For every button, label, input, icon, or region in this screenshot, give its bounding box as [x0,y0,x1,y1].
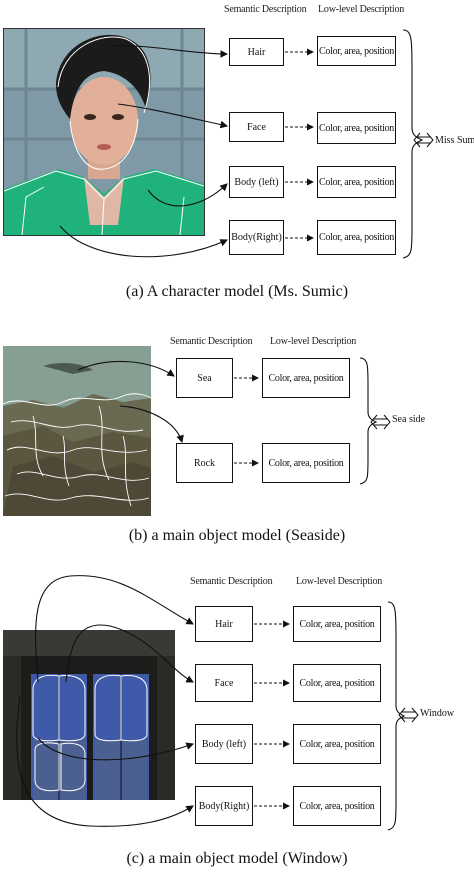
semantic-box-body-left-c: Body (left) [195,724,253,764]
brace-b [359,357,378,485]
seaside-photo-illustration [3,346,151,516]
semantic-box-sea: Sea [176,358,233,398]
lowlevel-box-sea: Color, area, position [262,358,350,398]
caption-c: (c) a main object model (Window) [126,850,348,867]
arrow-body-left [147,183,228,207]
arrow-face [117,103,229,129]
window-photo-illustration [3,630,175,800]
semantic-box-rock: Rock [176,443,233,483]
lowlevel-box-body-right: Color, area, position [317,220,396,255]
arrow-hair-c [35,575,194,683]
semantic-box-face-c: Face [195,664,253,702]
semantic-description-header-b: Semantic Description [170,336,253,347]
panel-seaside-model: Semantic Description Low-level Descripti… [0,310,474,570]
semantic-box-body-right-c: Body(Right) [195,786,253,826]
arrow-body-right-c [16,695,194,827]
semantic-box-hair: Hair [229,38,284,66]
double-arrow-b [370,414,391,430]
lowlevel-box-hair: Color, area, position [317,36,396,66]
semantic-box-body-right: Body(Right) [229,220,284,255]
lowlevel-box-face-c: Color, area, position [293,664,381,702]
caption-a: (a) A character model (Ms. Sumic) [125,283,349,300]
target-label-sea-side: Sea side [392,414,426,425]
brace-c [387,601,406,831]
semantic-box-body-left: Body (left) [229,166,284,198]
panel-c-connectors [16,575,419,831]
double-arrow-c [398,707,419,723]
panel-a-connectors [59,29,434,259]
arrow-rock [119,405,184,444]
target-label-window: Window [420,708,455,719]
character-photo-illustration [4,29,204,235]
arrow-hair [111,45,229,58]
lowlevel-box-rock: Color, area, position [262,443,350,483]
caption-b: (b) a main object model (Seaside) [128,527,346,544]
semantic-box-hair-c: Hair [195,606,253,642]
lowlevel-description-header-b: Low-level Description [270,336,357,347]
lowlevel-description-header: Low-level Description [318,4,405,15]
lowlevel-box-face: Color, area, position [317,112,396,144]
target-label-miss-sumic: Miss Sumic [435,135,474,146]
lowlevel-box-body-right-c: Color, area, position [293,786,381,826]
lowlevel-box-body-left: Color, area, position [317,166,396,198]
arrow-sea [77,360,175,377]
semantic-description-header: Semantic Description [224,4,307,15]
lowlevel-box-hair-c: Color, area, position [293,606,381,642]
window-photo [3,630,175,800]
arrow-body-left-c [37,737,195,761]
arrow-body-right [59,225,229,258]
seaside-photo [3,346,151,516]
character-photo [3,28,205,236]
double-arrow-a [413,132,434,148]
panel-character-model: Semantic Description Low-level Descripti… [0,0,474,310]
semantic-box-face: Face [229,112,284,142]
lowlevel-box-body-left-c: Color, area, position [293,724,381,764]
arrow-face-c [65,624,194,683]
brace-a [402,29,424,259]
panel-window-model: Semantic Description Low-level Descripti… [0,570,474,873]
panel-b-connectors [77,357,391,485]
lowlevel-description-header-c: Low-level Description [296,576,383,587]
semantic-description-header-c: Semantic Description [190,576,273,587]
